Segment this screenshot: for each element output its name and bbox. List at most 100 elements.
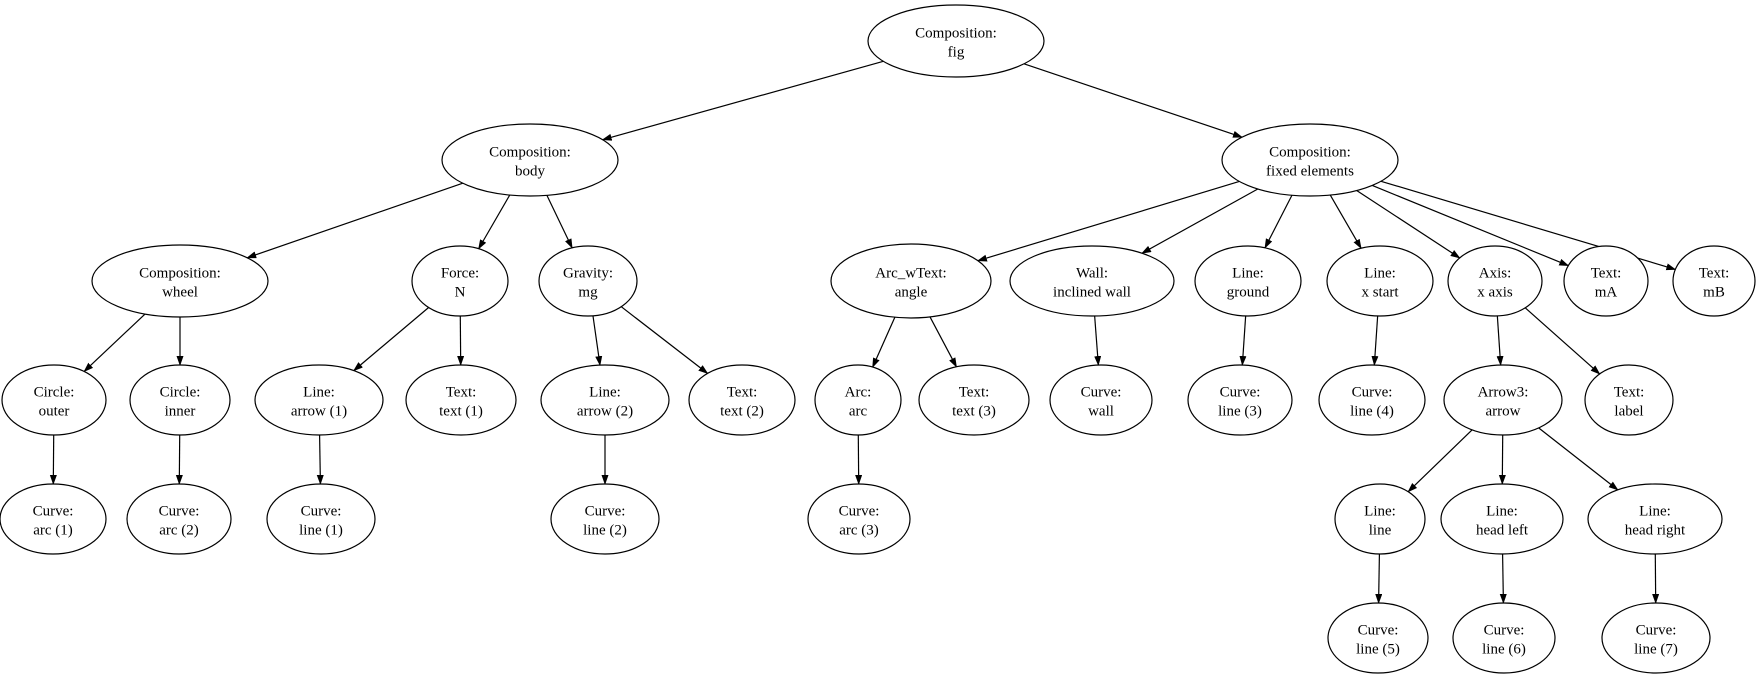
node-ellipse-arc3 [807,483,911,555]
node-label-arcwtext: Arc_wText:angle [875,266,946,301]
node-ellipse-body [441,123,619,197]
edge-fixed-mA [1372,184,1570,267]
node-label-line6: Curve:line (6) [1482,623,1526,658]
node-fig: Composition:fig [867,4,1045,78]
node-ellipse-line6 [1452,602,1556,674]
edge-body-forceN [478,194,511,250]
node-ellipse-arcwtext [830,243,992,319]
node-label-wall: Wall:inclined wall [1053,266,1131,301]
edge-body-wheel [246,182,463,259]
node-label-line7: Curve:line (7) [1634,623,1678,658]
node-mB: Text:mB [1672,245,1756,317]
node-ellipse-arc2 [126,483,232,555]
node-label-arrow1: Line:arrow (1) [291,385,347,420]
edge-headleft-line6 [1499,553,1507,605]
edge-arrow1-line1 [316,434,324,486]
node-label-outer: Circle:outer [34,385,75,420]
node-label-line4: Curve:line (4) [1350,385,1394,420]
node-label-arcarc: Arc:arc [845,385,872,420]
node-line1: Curve:line (1) [266,483,376,555]
edge-wall-curvewall [1094,315,1102,367]
node-curvewall: Curve:wall [1049,364,1153,436]
node-outer: Circle:outer [1,364,107,436]
node-label-arc3: Curve:arc (3) [839,504,880,539]
node-ellipse-fixed [1221,123,1399,197]
node-ellipse-arcarc [814,364,902,436]
node-label-headleft: Line:head left [1476,504,1529,539]
node-ellipse-text3 [918,364,1030,436]
node-line2: Curve:line (2) [550,483,660,555]
node-ellipse-lineline [1334,483,1426,555]
node-lineline: Line:line [1334,483,1426,555]
node-label-ground: Line:ground [1227,266,1270,301]
node-axis: Axis:x axis [1447,245,1543,317]
edge-forceN-arrow1 [353,307,430,372]
node-label-text3: Text:text (3) [952,385,996,420]
edge-fixed-axis [1356,190,1461,259]
node-arrow2: Line:arrow (2) [540,364,670,436]
node-text1: Text:text (1) [405,364,517,436]
node-forceN: Force:N [411,245,509,317]
edge-arrow3-headright [1538,427,1619,491]
node-label-mA: Text:mA [1591,266,1622,301]
node-ellipse-fig [867,4,1045,78]
node-label-headright: Line:head right [1625,504,1686,539]
edge-body-gravity [546,195,573,249]
node-label-gravity: Gravity:mg [563,266,613,301]
edge-xstart-line4 [1371,315,1379,367]
node-line3: Curve:line (3) [1187,364,1293,436]
node-label-mB: Text:mB [1699,266,1730,301]
node-ellipse-forceN [411,245,509,317]
node-label-text2: Text:text (2) [720,385,764,420]
node-line5: Curve:line (5) [1327,602,1429,674]
node-text2: Text:text (2) [688,364,796,436]
edge-gravity-text2 [620,306,709,375]
node-ellipse-arrow1 [254,364,384,436]
node-body: Composition:body [441,123,619,197]
node-ellipse-line2 [550,483,660,555]
edge-fig-fixed [1023,63,1243,138]
edge-ground-line3 [1239,315,1247,367]
node-arcarc: Arc:arc [814,364,902,436]
node-gravity: Gravity:mg [538,245,638,317]
node-ellipse-line7 [1601,602,1711,674]
node-ellipse-mA [1563,245,1649,317]
node-headleft: Line:head left [1440,483,1564,555]
node-ellipse-line5 [1327,602,1429,674]
node-ellipse-headleft [1440,483,1564,555]
node-label-fixed: Composition:fixed elements [1266,145,1354,180]
node-text3: Text:text (3) [918,364,1030,436]
node-ellipse-curvewall [1049,364,1153,436]
node-ellipse-mB [1672,245,1756,317]
node-ellipse-label [1584,364,1674,436]
node-label-line1: Curve:line (1) [299,504,343,539]
edge-arrow3-lineline [1407,429,1473,493]
node-ellipse-arc1 [0,483,107,555]
edge-arcwtext-arcarc [872,316,896,369]
node-arc1: Curve:arc (1) [0,483,107,555]
node-label-curvewall: Curve:wall [1081,385,1122,420]
node-label-inner: Circle:inner [160,385,201,420]
node-ellipse-line4 [1318,364,1426,436]
edge-fixed-wall [1141,188,1259,254]
node-ellipse-axis [1447,245,1543,317]
node-mA: Text:mA [1563,245,1649,317]
node-label-arrow3: Arrow3:arrow [1478,385,1529,420]
node-inner: Circle:inner [129,364,231,436]
edge-axis-label [1524,307,1601,375]
node-label-arc1: Curve:arc (1) [33,504,74,539]
node-label-arc2: Curve:arc (2) [159,504,200,539]
node-ground: Line:ground [1194,245,1302,317]
node-ellipse-ground [1194,245,1302,317]
node-label-xstart: Line:x start [1361,266,1399,301]
node-ellipse-arrow2 [540,364,670,436]
node-label-arrow2: Line:arrow (2) [577,385,633,420]
edge-lineline-line5 [1375,553,1383,605]
node-label-wheel: Composition:wheel [139,266,221,301]
node-ellipse-arrow3 [1443,364,1563,436]
node-label-body: Composition:body [489,145,571,180]
edge-fixed-arcwtext [976,180,1240,262]
edge-axis-arrow3 [1496,315,1504,367]
